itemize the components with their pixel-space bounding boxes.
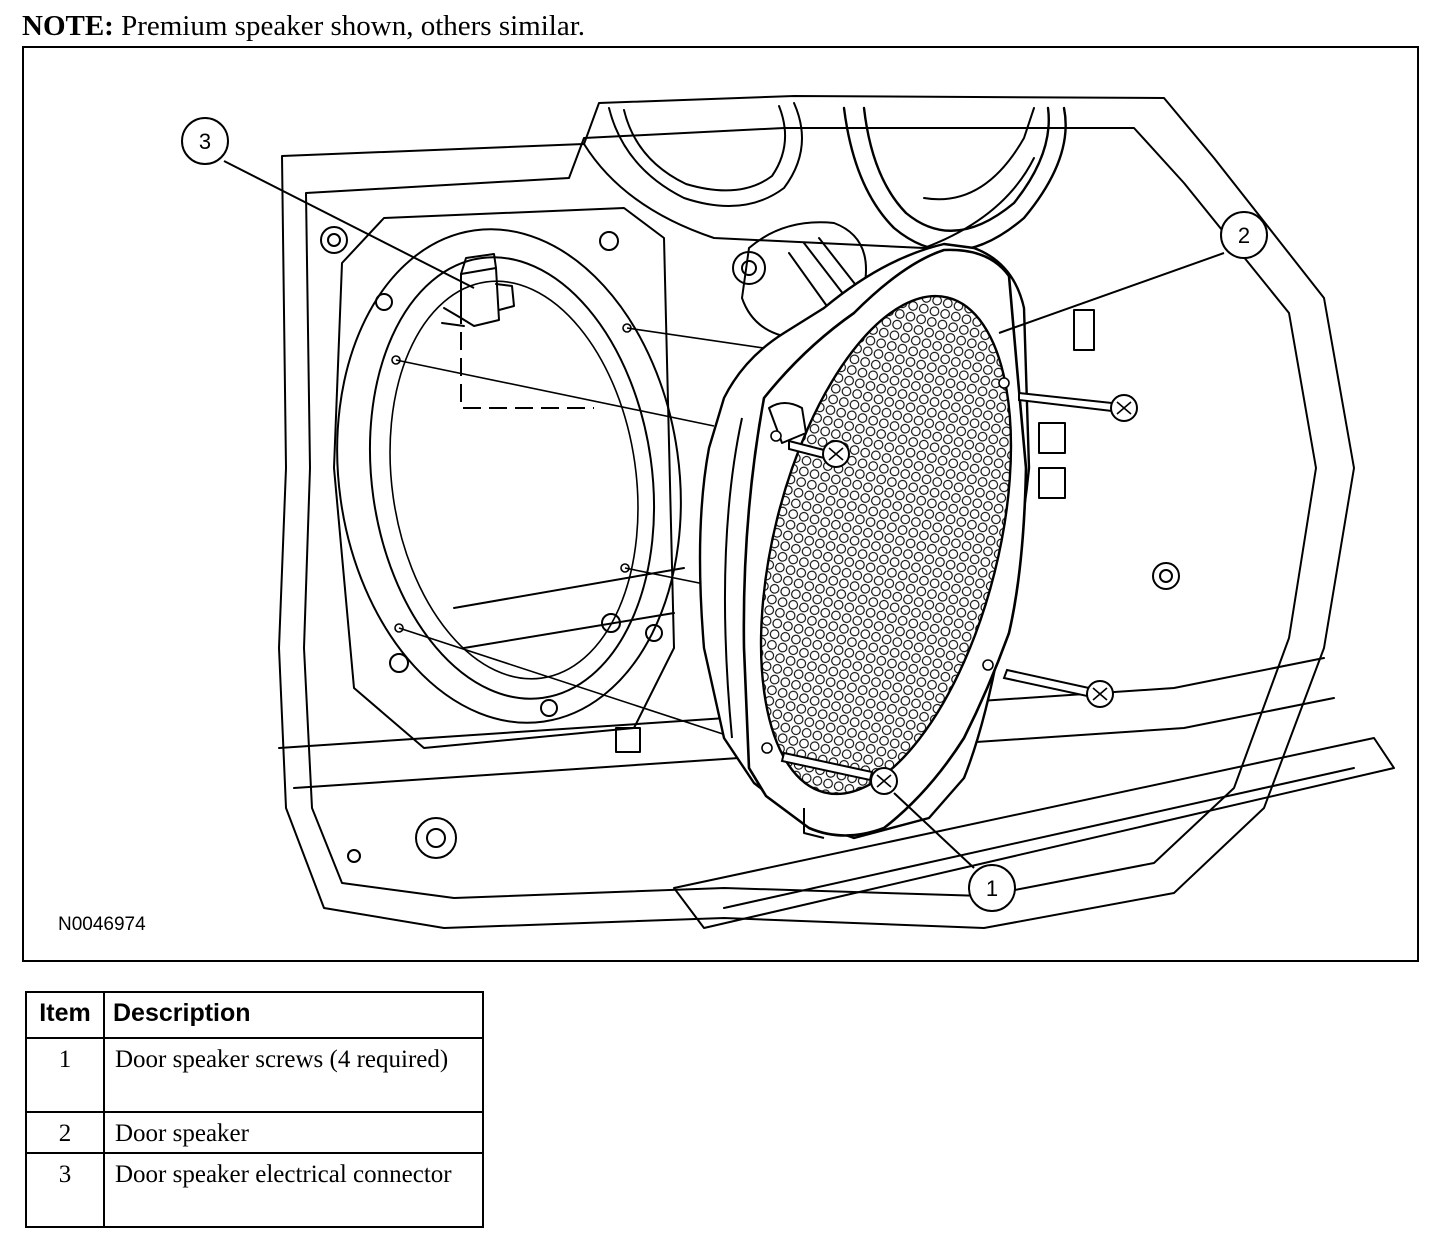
- table-row: 2 Door speaker: [25, 1111, 484, 1154]
- speaker-opening-inner: [368, 256, 656, 700]
- item-column-header: Item: [25, 991, 105, 1039]
- door-panel-outline: [278, 95, 1355, 929]
- callout-leaders: [223, 160, 1225, 869]
- window-frame-upper: [583, 143, 1035, 249]
- callout-2-label: 2: [1238, 223, 1250, 248]
- figure-id: N0046974: [58, 914, 146, 935]
- item-number: 2: [25, 1111, 105, 1154]
- speaker-illustration: 3 2 1 N0046974: [22, 46, 1419, 962]
- upper-oval-recess: [608, 102, 803, 207]
- note-line: NOTE: Premium speaker shown, others simi…: [22, 8, 585, 44]
- item-description: Door speaker electrical connector: [103, 1152, 484, 1228]
- speaker-opening-outer: [336, 228, 682, 724]
- sill-strip: [673, 737, 1395, 929]
- note-label: NOTE:: [22, 10, 114, 42]
- callout-3-label: 3: [199, 129, 211, 154]
- table-row: 3 Door speaker electrical connector: [25, 1152, 484, 1228]
- screw-upper-right: [1018, 391, 1138, 422]
- door-bolts: [320, 226, 1180, 863]
- callout-1-label: 1: [986, 876, 998, 901]
- door-speaker-screws: [780, 391, 1138, 795]
- item-description: Door speaker: [103, 1111, 484, 1154]
- note-text: Premium speaker shown, others similar.: [113, 10, 586, 42]
- screw-lower-left: [780, 751, 898, 795]
- table-row: 1 Door speaker screws (4 required): [25, 1037, 484, 1113]
- wire-harness: [842, 106, 1067, 252]
- item-description: Door speaker screws (4 required): [103, 1037, 484, 1113]
- callout-3: [181, 117, 229, 165]
- legend-header-row: Item Description: [25, 991, 484, 1039]
- opening-pocket: [333, 207, 675, 749]
- item-number: 3: [25, 1152, 105, 1228]
- lower-rail: [278, 657, 1325, 749]
- door-speaker: [698, 242, 1031, 840]
- legend-table: Item Description 1 Door speaker screws (…: [25, 991, 484, 1228]
- callout-2: [1220, 211, 1268, 259]
- callout-1: [968, 864, 1016, 912]
- screw-upper-left: [788, 439, 850, 468]
- screw-lower-right: [1002, 668, 1114, 708]
- connector-dash-line: [460, 280, 594, 409]
- line-drawing: 3 2 1: [181, 95, 1395, 929]
- item-number: 1: [25, 1037, 105, 1113]
- description-column-header: Description: [103, 991, 484, 1039]
- electrical-connector: [460, 267, 500, 327]
